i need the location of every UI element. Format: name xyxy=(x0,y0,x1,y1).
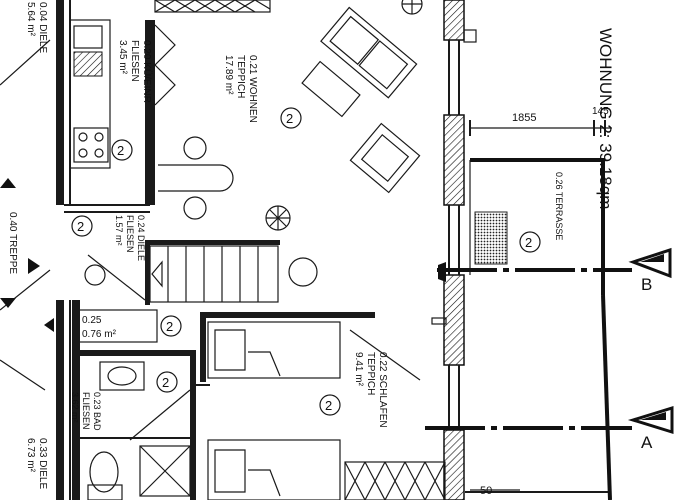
svg-text:2: 2 xyxy=(525,235,532,250)
marker-circle: 2 xyxy=(111,139,133,161)
sofa-icon xyxy=(320,6,418,99)
svg-text:2: 2 xyxy=(117,143,124,158)
apartment-title: WOHNUNG 2: 39.18qm xyxy=(596,28,615,209)
kitchen-wall xyxy=(145,20,155,160)
stool-icon-2 xyxy=(183,196,207,220)
dimension-label: 50 xyxy=(480,485,492,497)
labels: WOHNUNG 2: 39.18qm 0.21 WOHNEN TEPPICH 1… xyxy=(7,2,653,497)
room-area: 3.62 m² xyxy=(70,392,80,423)
marker-circle: 2 xyxy=(160,315,182,337)
dishwasher-icon xyxy=(73,51,103,77)
marker-circle: 2 xyxy=(156,371,178,393)
right-pier-3 xyxy=(443,429,465,500)
room-id: 0.21 WOHNEN xyxy=(247,55,258,123)
neighbor-room: 0.33 DIELE xyxy=(37,438,48,489)
room-floor: FLIESEN xyxy=(125,215,135,253)
arrow-down-icon xyxy=(0,298,16,308)
circle-markers: 2 2 2 2 2 2 2 xyxy=(71,107,541,416)
room-floor: FLIESEN xyxy=(129,40,140,82)
dimension-chain xyxy=(469,120,612,491)
toilet-icon xyxy=(89,451,119,493)
marker-circle: 2 xyxy=(280,107,302,129)
neighbor-area: 6.73 m² xyxy=(25,438,36,473)
furniture xyxy=(0,0,477,500)
dimension-label: 1855 xyxy=(512,112,536,124)
room-area: 3.45 m² xyxy=(117,40,128,75)
room-area: 1.57 m² xyxy=(114,215,124,246)
left-outer-wall xyxy=(56,0,64,205)
section-label-b: B xyxy=(641,275,652,294)
washbasin-icon xyxy=(99,361,145,391)
marker-circle: 2 xyxy=(71,215,93,237)
armchair-icon xyxy=(349,122,421,194)
room-id: 0.23 BAD xyxy=(92,392,102,431)
stool-icon xyxy=(183,136,207,160)
right-window-pier xyxy=(443,114,465,206)
svg-text:2: 2 xyxy=(162,375,169,390)
bed-icon xyxy=(207,321,341,379)
room-id: 0.26 TERRASSE xyxy=(554,172,564,240)
bed-icon-2 xyxy=(207,439,341,500)
room-id: 0.20 KÜ/EINR xyxy=(141,40,153,103)
terrace-drain xyxy=(474,211,508,265)
walls xyxy=(56,0,610,500)
dimension-label: 145 xyxy=(592,106,609,117)
room-id: 0.25 xyxy=(82,315,102,326)
svg-text:2: 2 xyxy=(325,398,332,413)
svg-text:2: 2 xyxy=(77,219,84,234)
section-b-marker xyxy=(628,247,672,279)
shower-icon xyxy=(139,445,191,497)
room-id: 0.22 SCHLAFEN xyxy=(377,352,388,428)
room-area: 0.76 m² xyxy=(82,329,117,340)
svg-text:2: 2 xyxy=(166,319,173,334)
dining-table-icon xyxy=(158,164,234,192)
room-id: 0.24 DIELE xyxy=(136,215,146,261)
left-outer-wall-lower xyxy=(56,300,64,500)
neighbor-area: 5.64 m² xyxy=(25,2,36,37)
marker-circle: 2 xyxy=(319,394,341,416)
staircase xyxy=(149,245,279,303)
room-area: 17.89 m² xyxy=(223,55,234,95)
svg-text:2: 2 xyxy=(286,111,293,126)
marker-circle: 2 xyxy=(519,231,541,253)
right-pier-2 xyxy=(443,274,465,366)
arrow-right-icon xyxy=(28,258,40,274)
room-area: 9.41 m² xyxy=(353,352,364,387)
terrace xyxy=(469,158,612,500)
bedroom-wall-top xyxy=(200,312,375,318)
room-floor: FLIESEN xyxy=(81,392,91,430)
section-lines xyxy=(425,247,674,435)
arrow-up-icon xyxy=(0,178,16,188)
neighbor-room: 0.04 DIELE xyxy=(37,2,48,53)
right-outer-wall xyxy=(443,0,465,41)
kitchen-counter xyxy=(69,19,111,169)
room-floor: TEPPICH xyxy=(235,55,246,98)
sink-icon xyxy=(73,25,103,49)
section-label-a: A xyxy=(641,433,653,452)
neighbor-room: 0.40 TREPPE xyxy=(7,212,18,274)
table-icon xyxy=(301,60,361,118)
room-floor: TEPPICH xyxy=(365,352,376,395)
stove-icon xyxy=(73,127,109,163)
